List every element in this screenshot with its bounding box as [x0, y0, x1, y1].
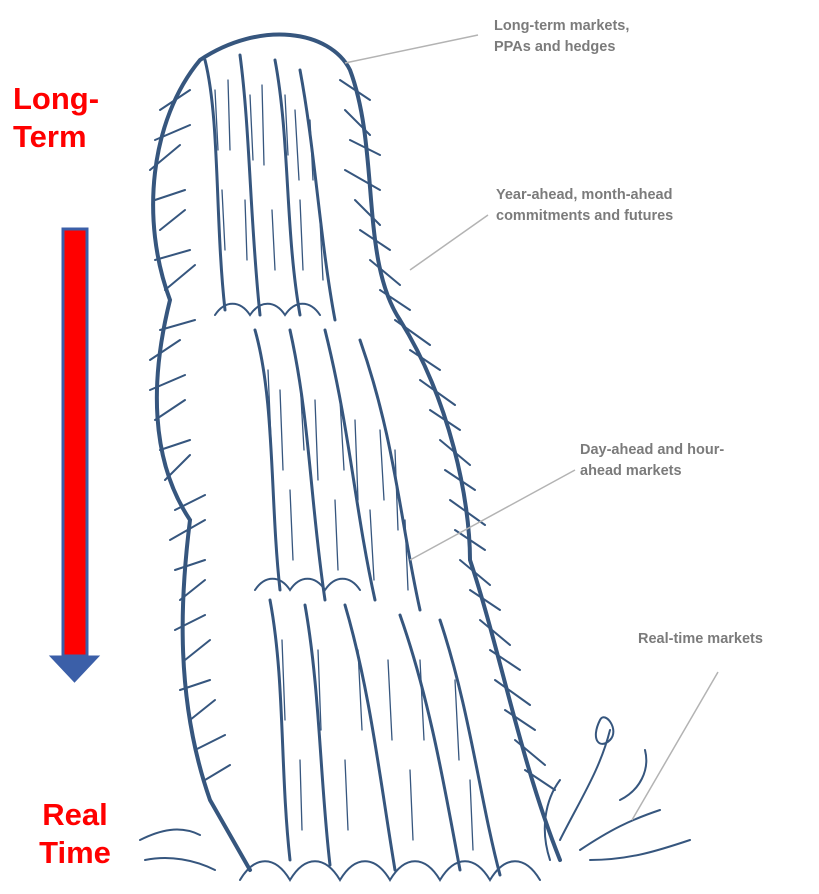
upper-fall [205, 55, 335, 320]
foam-bottom [240, 861, 540, 880]
annotation-line: Year-ahead, month-ahead [496, 185, 673, 206]
arrow-head [50, 656, 99, 682]
annotation-line: Day-ahead and hour- [580, 440, 724, 461]
annotation-long-term-markets: Long-term markets, PPAs and hedges [494, 16, 629, 58]
annotation-year-month-ahead: Year-ahead, month-ahead commitments and … [496, 185, 673, 227]
arrow-shaft [63, 229, 87, 656]
lower-fall [270, 600, 500, 875]
real-time-label: Real Time [20, 796, 130, 872]
real-time-label-line-2: Time [20, 834, 130, 872]
annotation-line: ahead markets [580, 461, 724, 482]
annotation-line: Real-time markets [638, 629, 763, 650]
annotation-real-time-markets: Real-time markets [638, 629, 763, 650]
annotation-line: commitments and futures [496, 206, 673, 227]
real-time-label-line-1: Real [20, 796, 130, 834]
foliage-bottom-left [140, 830, 215, 870]
lower-fall-streaks [282, 640, 473, 850]
long-term-label: Long- Term [13, 80, 123, 156]
long-term-label-line-1: Long- [13, 80, 123, 118]
timeline-arrow [50, 229, 99, 682]
annotation-line: PPAs and hedges [494, 37, 629, 58]
annotation-line: Long-term markets, [494, 16, 629, 37]
long-term-label-line-2: Term [13, 118, 123, 156]
foam-upper [215, 304, 320, 315]
foliage-bottom-right [545, 717, 690, 860]
annotation-day-hour-ahead: Day-ahead and hour- ahead markets [580, 440, 724, 482]
leader-lines [345, 35, 718, 820]
middle-fall-streaks [268, 370, 408, 590]
foam-middle [255, 579, 360, 590]
